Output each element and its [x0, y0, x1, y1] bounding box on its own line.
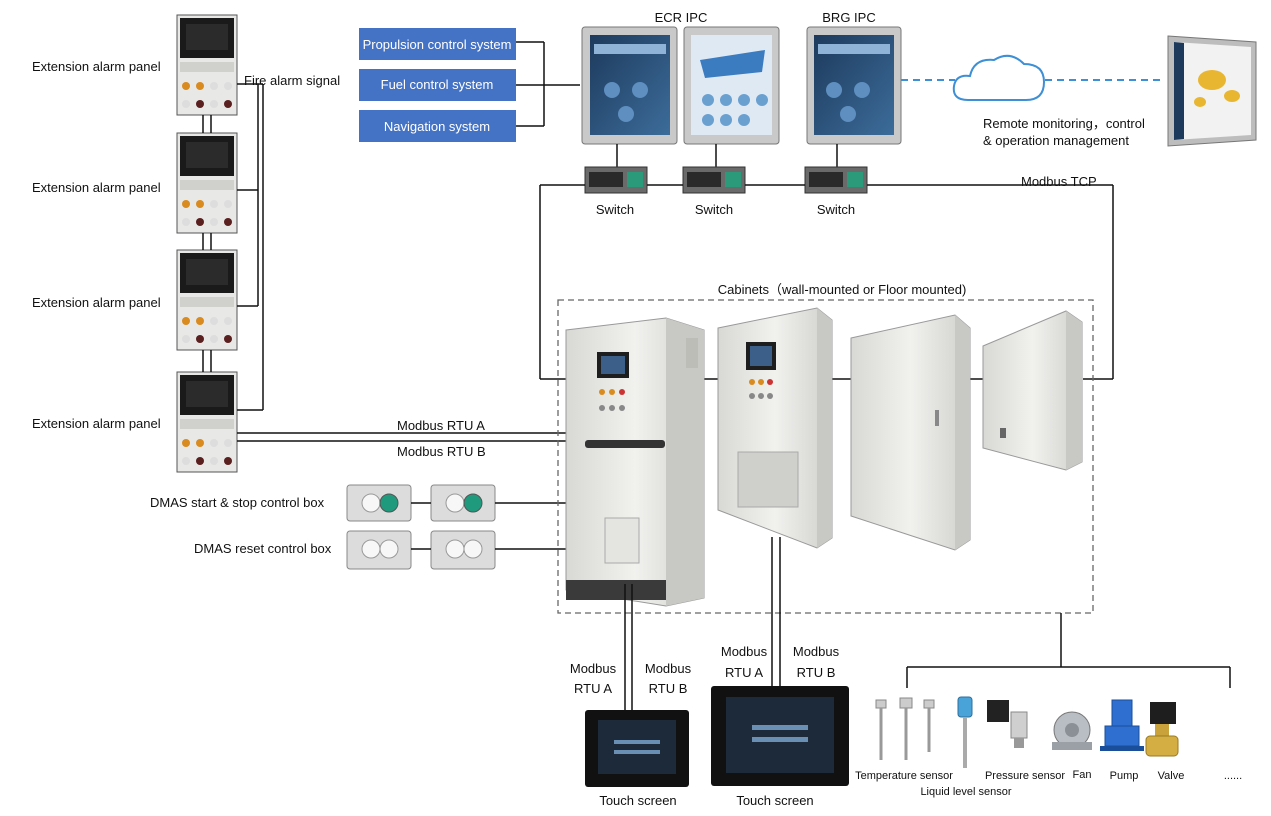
cabinet-4 — [982, 310, 1083, 471]
remote-label-line1: Remote monitoring，control — [983, 116, 1145, 131]
reset-box-2 — [430, 530, 496, 570]
system-box-navigation: Navigation system — [359, 110, 516, 142]
fan-icon — [1052, 711, 1092, 750]
brg-ipc-label: BRG IPC — [822, 10, 875, 25]
panel-label-1: Extension alarm panel — [32, 59, 161, 74]
fire-alarm-label: Fire alarm signal — [244, 73, 340, 88]
alarm-panel-1 — [176, 14, 238, 116]
main-cabinet — [565, 317, 705, 607]
modbus-tcp-label: Modbus TCP — [1021, 174, 1097, 189]
touch-screen-label-1: Touch screen — [599, 793, 676, 808]
valve-label: Valve — [1158, 770, 1185, 782]
rtu-a-label-2: RTU A — [725, 665, 763, 680]
alarm-panel-4 — [176, 371, 238, 473]
remote-monitor — [1167, 35, 1257, 147]
pressure-sensor-icon — [987, 700, 1028, 748]
switch-label-1: Switch — [596, 202, 634, 217]
rtu-a-long-label: Modbus RTU A — [397, 418, 485, 433]
svg-text:Navigation system: Navigation system — [384, 119, 490, 134]
cabinet-3 — [850, 314, 971, 551]
start-stop-box-2 — [430, 484, 496, 522]
switch-1 — [584, 166, 648, 194]
modbus-label-1: Modbus — [570, 661, 617, 676]
cloud-icon — [952, 54, 1046, 101]
pump-label: Pump — [1110, 770, 1139, 782]
more-label: ...... — [1224, 770, 1242, 782]
modbus-label-2: Modbus — [645, 661, 692, 676]
modbus-label-4: Modbus — [793, 644, 840, 659]
modbus-label-3: Modbus — [721, 644, 768, 659]
reset-label: DMAS reset control box — [194, 541, 332, 556]
liquid-level-sensor-icon — [957, 696, 973, 768]
system-box-fuel: Fuel control system — [359, 69, 516, 101]
rtu-b-label-1: RTU B — [649, 681, 688, 696]
valve-icon — [1145, 702, 1179, 757]
cabinets-frame — [557, 299, 1094, 614]
liquid-level-sensor-label: Liquid level sensor — [920, 786, 1011, 798]
start-stop-label: DMAS start & stop control box — [150, 495, 325, 510]
pump-icon — [1100, 699, 1144, 751]
system-box-propulsion: Propulsion control system — [359, 28, 516, 60]
alarm-panel-2 — [176, 132, 238, 234]
pressure-sensor-label: Pressure sensor — [985, 770, 1065, 782]
rtu-b-long-label: Modbus RTU B — [397, 444, 486, 459]
remote-label-line2: & operation management — [983, 133, 1129, 148]
switch-label-3: Switch — [817, 202, 855, 217]
rtu-b-label-2: RTU B — [797, 665, 836, 680]
reset-box-1 — [346, 530, 412, 570]
start-stop-box-1 — [346, 484, 412, 522]
panel-label-4: Extension alarm panel — [32, 416, 161, 431]
cabinet-2 — [717, 307, 833, 549]
temperature-sensor-icon — [875, 697, 935, 760]
fan-label: Fan — [1073, 769, 1092, 781]
cabinets-label: Cabinets（wall-mounted or Floor mounted) — [718, 282, 967, 297]
touch-screen-label-2: Touch screen — [736, 793, 813, 808]
svg-text:Propulsion control system: Propulsion control system — [363, 37, 512, 52]
touch-screen-2 — [711, 686, 849, 786]
ecr-ipc-monitor-2 — [683, 26, 780, 145]
alarm-panel-3 — [176, 249, 238, 351]
svg-text:Fuel control system: Fuel control system — [381, 77, 494, 92]
panel-label-2: Extension alarm panel — [32, 180, 161, 195]
brg-ipc-monitor — [806, 26, 902, 145]
ecr-ipc-label: ECR IPC — [655, 10, 708, 25]
switch-3 — [804, 166, 868, 194]
panel-label-3: Extension alarm panel — [32, 295, 161, 310]
rtu-a-label-1: RTU A — [574, 681, 612, 696]
switch-2 — [682, 166, 746, 194]
switch-label-2: Switch — [695, 202, 733, 217]
temperature-sensor-label: Temperature sensor — [855, 770, 953, 782]
touch-screen-1 — [585, 710, 689, 787]
ecr-ipc-monitor-1 — [581, 26, 678, 145]
